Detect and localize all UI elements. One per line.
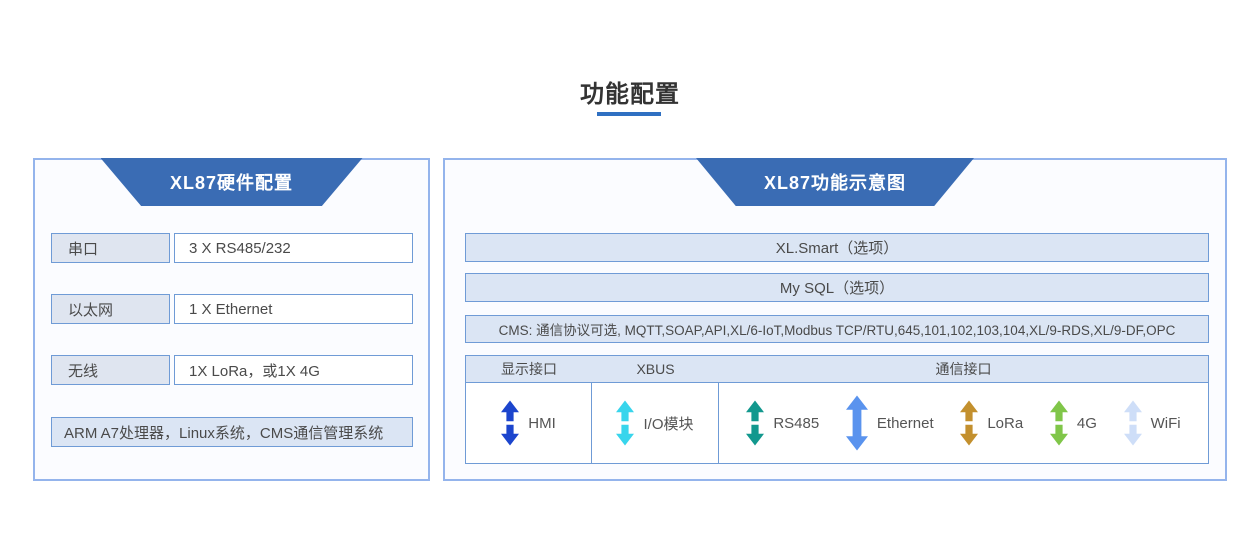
interface-label: Ethernet bbox=[876, 414, 934, 432]
interface-table-header: 显示接口 XBUS 通信接口 bbox=[466, 356, 1208, 383]
double-arrow-icon bbox=[501, 398, 520, 448]
cell-comm-interface: RS485 Ethernet LoRa 4G bbox=[719, 383, 1208, 463]
interface-wifi: WiFi bbox=[1123, 398, 1181, 448]
double-arrow-icon bbox=[746, 398, 765, 448]
spec-row-wireless: 无线 1X LoRa，或1X 4G bbox=[51, 355, 413, 385]
interface-hmi: HMI bbox=[501, 398, 556, 448]
interface-label: I/O模块 bbox=[643, 415, 694, 433]
interface-label: LoRa bbox=[987, 414, 1024, 432]
header-xbus: XBUS bbox=[636, 361, 675, 377]
spec-label: 串口 bbox=[51, 233, 170, 263]
hardware-config-banner: XL87硬件配置 bbox=[100, 158, 363, 206]
function-schematic-banner: XL87功能示意图 bbox=[696, 158, 974, 206]
interface-label: HMI bbox=[528, 414, 556, 432]
header-comm-interface: 通信接口 bbox=[935, 361, 992, 377]
function-schematic-panel: XL87功能示意图 XL.Smart（选项） My SQL（选项） CMS: 通… bbox=[443, 158, 1227, 481]
header-display-interface: 显示接口 bbox=[501, 361, 557, 377]
interface-ethernet: Ethernet bbox=[845, 394, 934, 452]
interface-label: WiFi bbox=[1150, 414, 1181, 432]
cell-xbus: I/O模块 bbox=[592, 383, 719, 463]
option-bar-xlsmart: XL.Smart（选项） bbox=[465, 233, 1209, 262]
interface-table: 显示接口 XBUS 通信接口 HMI I/O模块 bbox=[465, 355, 1209, 464]
spec-value: 1 X Ethernet bbox=[174, 294, 413, 324]
cms-protocol-bar: CMS: 通信协议可选, MQTT,SOAP,API,XL/6-IoT,Modb… bbox=[465, 315, 1209, 343]
cell-display-interface: HMI bbox=[466, 383, 592, 463]
spec-value: 1X LoRa，或1X 4G bbox=[174, 355, 413, 385]
double-arrow-icon bbox=[1123, 398, 1142, 448]
interface-label: 4G bbox=[1076, 414, 1097, 432]
spec-row-serial: 串口 3 X RS485/232 bbox=[51, 233, 413, 263]
interface-table-body: HMI I/O模块 RS485 Etherne bbox=[466, 383, 1208, 463]
double-arrow-icon bbox=[616, 398, 635, 448]
hardware-config-panel: XL87硬件配置 串口 3 X RS485/232 以太网 1 X Ethern… bbox=[33, 158, 430, 481]
double-arrow-icon bbox=[1049, 398, 1068, 448]
interface-label: RS485 bbox=[773, 414, 820, 432]
spec-label: 无线 bbox=[51, 355, 170, 385]
spec-label: 以太网 bbox=[51, 294, 170, 324]
option-bar-mysql: My SQL（选项） bbox=[465, 273, 1209, 302]
title-underline bbox=[597, 112, 661, 116]
interface-lora: LoRa bbox=[960, 398, 1023, 448]
page-title: 功能配置 bbox=[580, 81, 680, 108]
interface-rs485: RS485 bbox=[746, 398, 819, 448]
double-arrow-icon bbox=[845, 394, 868, 452]
interface-4g: 4G bbox=[1049, 398, 1097, 448]
spec-value: 3 X RS485/232 bbox=[174, 233, 413, 263]
interface-io-module: I/O模块 bbox=[616, 398, 694, 448]
spec-footer-platform: ARM A7处理器，Linux系统，CMS通信管理系统 bbox=[51, 417, 413, 447]
double-arrow-icon bbox=[960, 398, 979, 448]
spec-row-ethernet: 以太网 1 X Ethernet bbox=[51, 294, 413, 324]
